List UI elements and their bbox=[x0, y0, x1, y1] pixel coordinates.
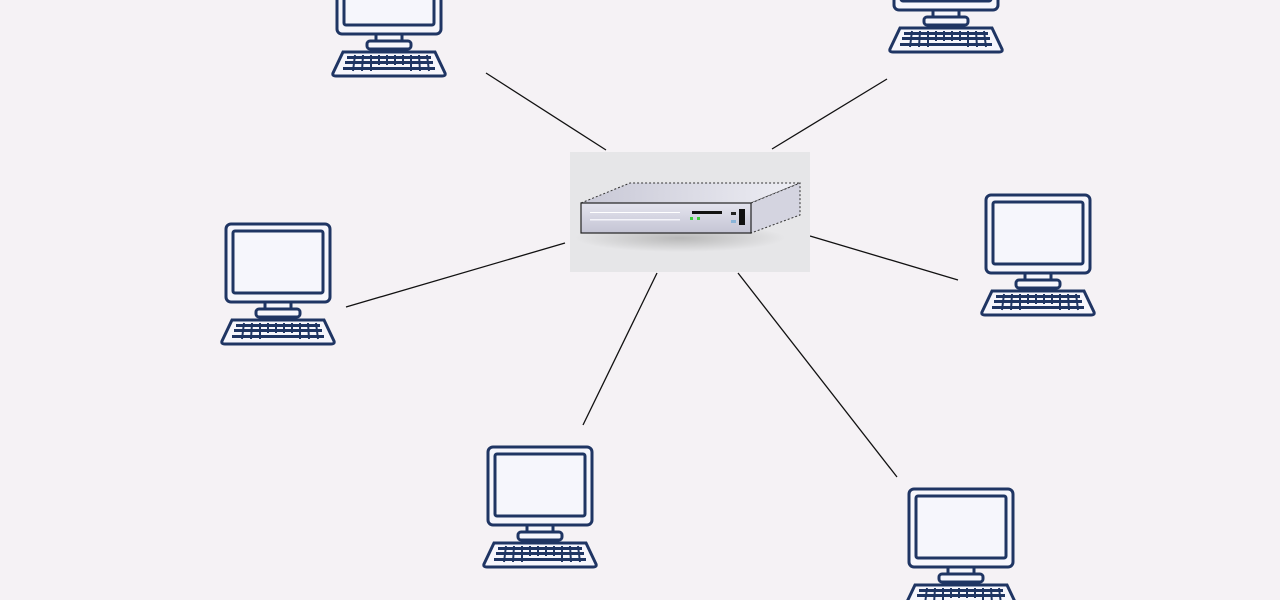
link-top-left bbox=[485, 72, 607, 151]
led-indicator bbox=[690, 217, 693, 220]
computer-icon bbox=[220, 222, 336, 346]
link-bottom-middle bbox=[582, 272, 658, 426]
computer-icon bbox=[331, 0, 447, 78]
computer-icon bbox=[903, 487, 1019, 600]
link-bottom-right bbox=[737, 272, 898, 478]
link-right bbox=[809, 235, 959, 281]
computer-icon bbox=[888, 0, 1004, 54]
link-top-right bbox=[771, 78, 888, 150]
computer-icon bbox=[980, 193, 1096, 317]
link-left bbox=[345, 242, 566, 308]
computer-icon bbox=[482, 445, 598, 569]
links bbox=[345, 72, 959, 478]
server-icon bbox=[570, 152, 810, 272]
